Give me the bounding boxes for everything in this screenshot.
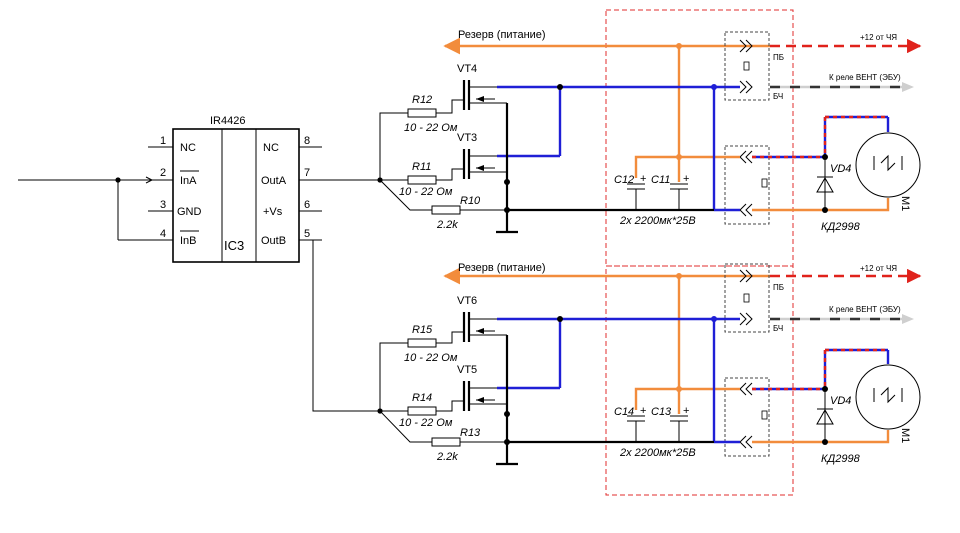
pin-number-6: 6: [304, 199, 310, 211]
connector-top-lower: [724, 145, 770, 225]
diode-label-bottom: VD4: [830, 395, 851, 407]
resistor-value-r13: 2.2k: [436, 451, 458, 463]
resistor-r15: [407, 338, 437, 348]
resistor-r14: [407, 406, 437, 416]
resistor-r11: [407, 175, 437, 185]
resistor-label-r12: R12: [412, 94, 432, 106]
mosfet-vt4: [462, 80, 509, 182]
ic-ir4426: IR4426 IC3 1 2 3 4 NC InA GND InB 8 7 6 …: [148, 115, 322, 263]
ic-body: [172, 128, 300, 263]
resistor-r10: [431, 205, 461, 215]
pin-number-4: 4: [160, 228, 166, 240]
power-stage-bottom: Резерв (питание) +12 от ЧЯ К реле ВЕНТ (…: [377, 262, 922, 466]
relay-label-bottom: К реле ВЕНТ (ЭБУ): [829, 305, 901, 314]
connector-frame-bottom: [605, 265, 794, 496]
reserve-label-bottom: Резерв (питание): [458, 262, 546, 274]
resistor-label-r10: R10: [460, 195, 481, 207]
cap-note-bottom: 2x 2200мк*25В: [619, 447, 696, 459]
cap-plus-c11: +: [683, 173, 689, 185]
cap-c12: [627, 183, 645, 210]
pin-label-gnd: GND: [177, 206, 202, 218]
cap-c14: [627, 415, 645, 442]
cap-note-top: 2x 2200мк*25В: [619, 215, 696, 227]
ic-part-label: IR4426: [210, 115, 245, 127]
bch-label-bottom: БЧ: [773, 324, 783, 333]
resistor-r13: [431, 437, 461, 447]
pb-label-top: ПБ: [773, 53, 784, 62]
diode-vd4-top: [816, 157, 834, 210]
pin-label-inb: InB: [180, 235, 197, 247]
diode-label-top: VD4: [830, 163, 851, 175]
resistor-value-r12: 10 - 22 Ом: [404, 122, 458, 134]
pin-label-outb: OutB: [261, 235, 286, 247]
resistor-label-r13: R13: [460, 427, 481, 439]
ic-name-label: IC3: [224, 238, 244, 253]
cap-plus-c12: +: [640, 173, 646, 185]
resistor-value-r15: 10 - 22 Ом: [404, 352, 458, 364]
motor-m1-top: [855, 132, 921, 198]
pin-number-5: 5: [304, 228, 310, 240]
motor-label-bottom: M1: [899, 428, 911, 443]
resistor-value-r14: 10 - 22 Ом: [399, 417, 453, 429]
vt-label-lower-bottom: VT5: [457, 364, 477, 376]
connector-top-upper: [724, 31, 770, 101]
resistor-value-r11: 10 - 22 Ом: [399, 186, 453, 198]
cap-plus-c13: +: [683, 405, 689, 417]
cap-plus-c14: +: [640, 405, 646, 417]
mosfet-vt3: [462, 149, 507, 179]
diode-vd4-bottom: [816, 389, 834, 442]
pin-number-3: 3: [160, 199, 166, 211]
pb-label-bottom: ПБ: [773, 283, 784, 292]
motor-m1-bottom: [855, 364, 921, 430]
vt-label-lower-top: VT3: [457, 132, 477, 144]
plus12-label-top: +12 от ЧЯ: [860, 33, 897, 42]
pin-label-outa: OutA: [261, 175, 287, 187]
pin-number-1: 1: [160, 135, 166, 147]
pin-label-ina: InA: [180, 175, 197, 187]
connector-bottom-upper: [724, 263, 770, 333]
pin-label-vs: +Vs: [263, 206, 283, 218]
power-stage-top: Резерв (питание) +12 от ЧЯ К реле ВЕНТ (…: [377, 29, 922, 234]
vt-label-upper-bottom: VT6: [457, 295, 477, 307]
pin-label-nc-right: NC: [263, 142, 279, 154]
resistor-label-r15: R15: [412, 324, 433, 336]
connector-bottom-lower: [724, 377, 770, 457]
resistor-label-r14: R14: [412, 392, 432, 404]
cap-c11: [670, 183, 688, 210]
pin-number-8: 8: [304, 135, 310, 147]
reserve-label-top: Резерв (питание): [458, 29, 546, 41]
resistor-label-r11: R11: [412, 161, 431, 173]
cap-label-c12: C12: [614, 174, 634, 186]
input-wiring: [18, 176, 154, 241]
cap-label-c14: C14: [614, 406, 634, 418]
cap-label-c13: C13: [651, 406, 672, 418]
relay-label-top: К реле ВЕНТ (ЭБУ): [829, 73, 901, 82]
pin-number-7: 7: [304, 167, 310, 179]
resistor-r12: [407, 108, 437, 118]
pin-label-nc-left: NC: [180, 142, 196, 154]
diode-part-top: КД2998: [821, 221, 861, 233]
resistor-value-r10: 2.2k: [436, 219, 458, 231]
mosfet-vt6: [462, 312, 509, 414]
mosfet-vt5: [462, 381, 507, 411]
bch-label-top: БЧ: [773, 92, 783, 101]
vt-label-upper-top: VT4: [457, 63, 477, 75]
pin-number-2: 2: [160, 167, 166, 179]
plus12-label-bottom: +12 от ЧЯ: [860, 264, 897, 273]
cap-c13: [670, 415, 688, 442]
connector-frame-top: [605, 9, 794, 267]
cap-label-c11: C11: [651, 174, 670, 186]
diode-part-bottom: КД2998: [821, 453, 861, 465]
motor-label-top: M1: [899, 196, 911, 211]
